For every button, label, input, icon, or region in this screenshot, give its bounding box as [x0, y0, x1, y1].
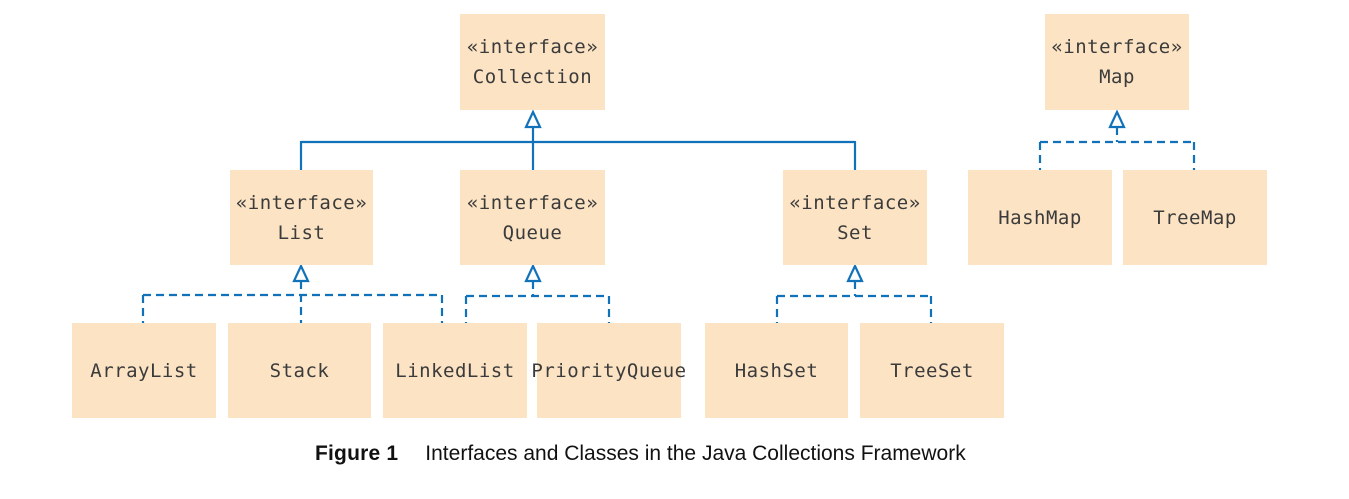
node-interface-queue: «interface» Queue [460, 170, 605, 265]
triangle-arrowheads [292, 109, 1126, 283]
set-arrowhead-icon [846, 263, 864, 283]
collection-arrowhead-icon [524, 109, 542, 129]
node-name: HashMap [998, 206, 1082, 229]
figure-caption-text: Interfaces and Classes in the Java Colle… [425, 442, 966, 465]
figure-caption-label: Figure 1 [315, 442, 399, 465]
node-class-hashset: HashSet [705, 323, 848, 418]
node-name: PriorityQueue [531, 359, 687, 382]
stereotype-label: «interface» [789, 191, 921, 214]
node-class-hashmap: HashMap [968, 170, 1112, 265]
node-class-stack: Stack [228, 323, 371, 418]
node-name: ArrayList [90, 359, 198, 382]
list-arrowhead-icon [292, 263, 310, 283]
queue-arrowhead-icon [524, 263, 542, 283]
stereotype-label: «interface» [235, 191, 368, 214]
node-name: List [277, 221, 326, 244]
node-interface-collection: «interface» Collection [460, 14, 605, 110]
node-name: Stack [269, 359, 330, 382]
stereotype-label: «interface» [466, 191, 599, 214]
node-name: LinkedList [395, 359, 515, 382]
node-name: Set [837, 221, 873, 244]
node-name: Map [1099, 66, 1135, 88]
stereotype-label: «interface» [466, 36, 599, 58]
node-name: Collection [472, 66, 593, 88]
solid-extends-lines [299, 126, 857, 170]
node-interface-set: «interface» Set [783, 170, 927, 265]
node-class-priorityqueue: PriorityQueue [531, 323, 686, 418]
node-class-treeset: TreeSet [860, 323, 1004, 418]
node-name: TreeSet [890, 359, 974, 382]
node-name: HashSet [734, 359, 819, 382]
node-interface-list: «interface» List [230, 170, 373, 265]
figure-caption: Figure 1 Interfaces and Classes in the Ja… [315, 442, 966, 466]
node-class-arraylist: ArrayList [72, 323, 216, 418]
node-name: TreeMap [1153, 206, 1237, 229]
node-class-linkedlist: LinkedList [383, 323, 527, 418]
node-interface-map: «interface» Map [1045, 14, 1189, 110]
stereotype-label: «interface» [1051, 36, 1183, 58]
node-class-treemap: TreeMap [1123, 170, 1267, 265]
dashed-implements-lines [141, 127, 1196, 323]
map-arrowhead-icon [1108, 109, 1126, 129]
node-name: Queue [502, 221, 563, 244]
